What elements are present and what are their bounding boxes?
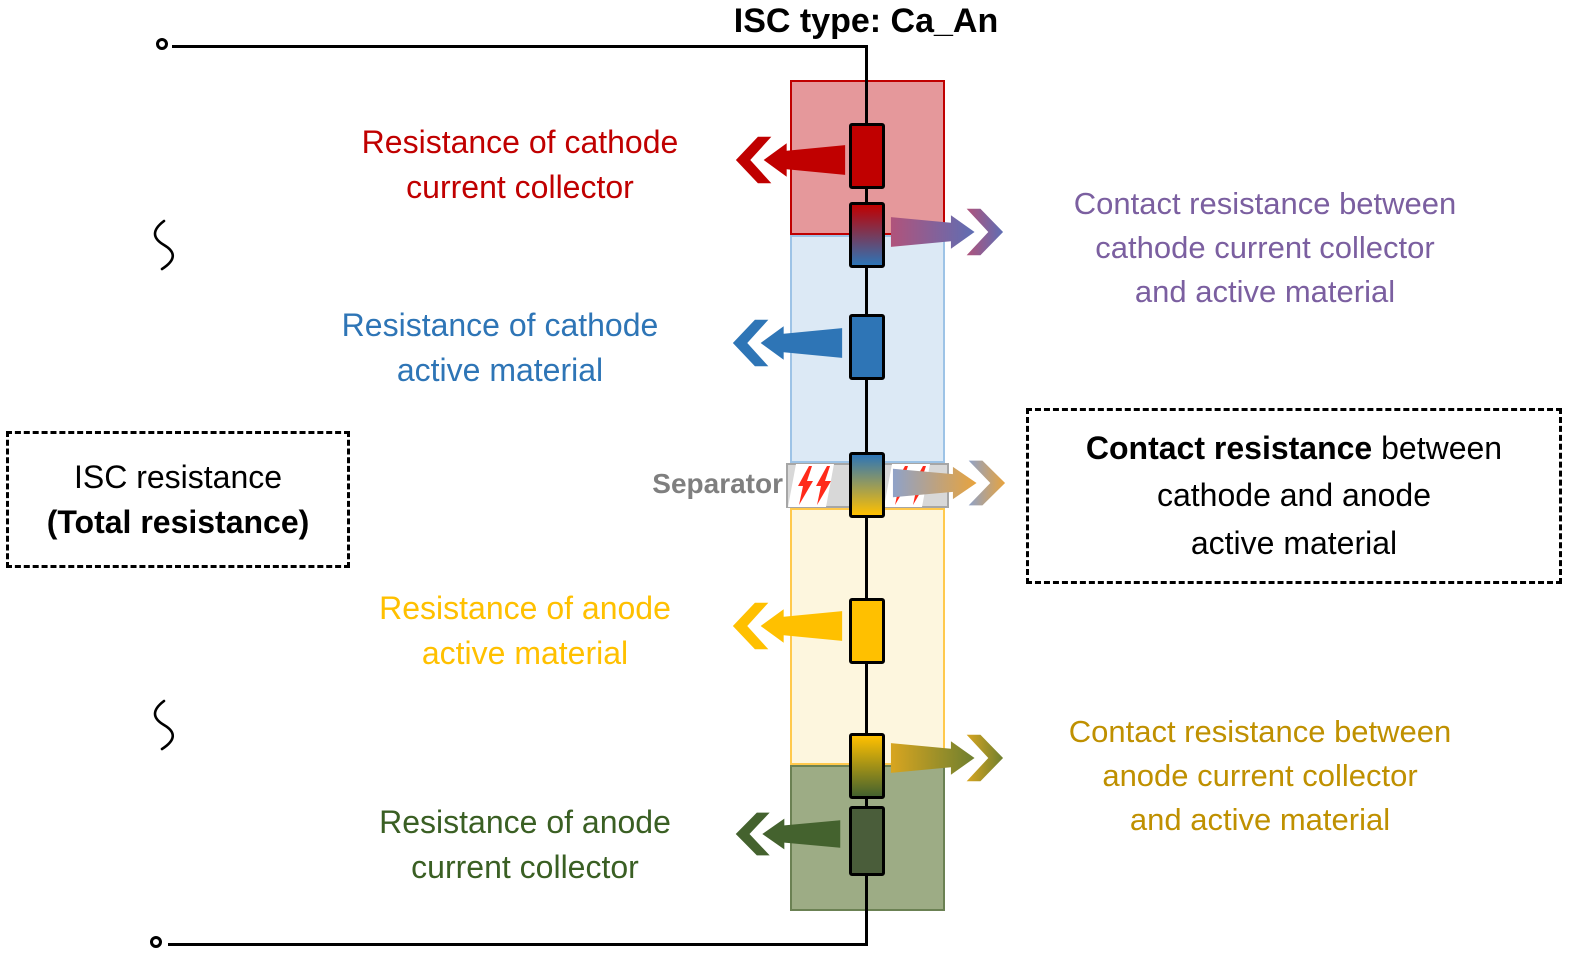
contact-box-line1: Contact resistance between [1086,425,1502,472]
resistor-cathode-current-collector [849,123,885,189]
label-line: Resistance of cathode [341,307,659,343]
contact-box-bold: Contact resistance [1085,429,1373,466]
label-line: anode current collector [1102,758,1418,794]
isc-resistance-box: ISC resistance (Total resistance) [6,431,350,568]
contact-box-line3: active material [1190,524,1398,561]
resistor-anode-current-collector [849,806,885,876]
label-line: and active material [1129,802,1391,838]
bottom-wire [168,943,868,946]
top-wire [172,45,868,48]
contact-box-line2: cathode and anode [1156,477,1432,514]
anode-am-arrow-icon [732,602,843,650]
label-anode-current-collector: Resistance of anode current collector [330,800,720,891]
resistor-anode-active-material [849,598,885,664]
separator-label: Separator [652,468,783,499]
cathode-contact-arrow-icon [890,208,1004,256]
isc-box-line2: (Total resistance) [46,503,310,540]
label-line: Contact resistance between [1068,714,1452,749]
label-line: current collector [411,849,639,886]
label-line: cathode current collector [1095,230,1435,266]
label-line: Resistance of cathode [361,124,679,160]
isc-contact-arrow-icon [892,460,1006,506]
wire-break-icon [153,219,175,271]
resistor-isc-contact [849,452,885,518]
contact-box-rest: between [1372,429,1503,466]
diagram-title: ISC type: Ca_An [733,2,999,40]
anode-contact-arrow-icon [890,734,1004,782]
wire-break-icon [153,699,175,751]
resistor-cathode-active-material [849,314,885,380]
label-line: active material [396,352,604,389]
cathode-cc-arrow-icon [735,136,846,184]
label-line: Contact resistance between [1073,186,1457,221]
top-terminal-icon [156,38,168,50]
label-anode-active-material: Resistance of anode active material [330,586,720,677]
label-contact-anode: Contact resistance between anode current… [1015,710,1505,842]
isc-contact-resistance-box: Contact resistance between cathode and a… [1026,408,1562,584]
label-cathode-current-collector: Resistance of cathode current collector [310,120,730,211]
resistor-contact-anode-cc-am [849,733,885,799]
label-cathode-active-material: Resistance of cathode active material [300,303,700,394]
label-line: current collector [406,169,634,206]
anode-cc-arrow-icon [735,812,841,856]
isc-box-line1: ISC resistance [73,458,283,495]
label-line: Resistance of anode [379,590,671,626]
resistor-contact-cathode-cc-am [849,202,885,268]
label-contact-cathode: Contact resistance between cathode curre… [1018,182,1512,314]
bottom-terminal-icon [150,936,162,948]
label-line: and active material [1134,274,1396,310]
label-line: Resistance of anode [379,804,671,840]
cathode-am-arrow-icon [732,319,843,367]
label-line: active material [421,635,629,672]
